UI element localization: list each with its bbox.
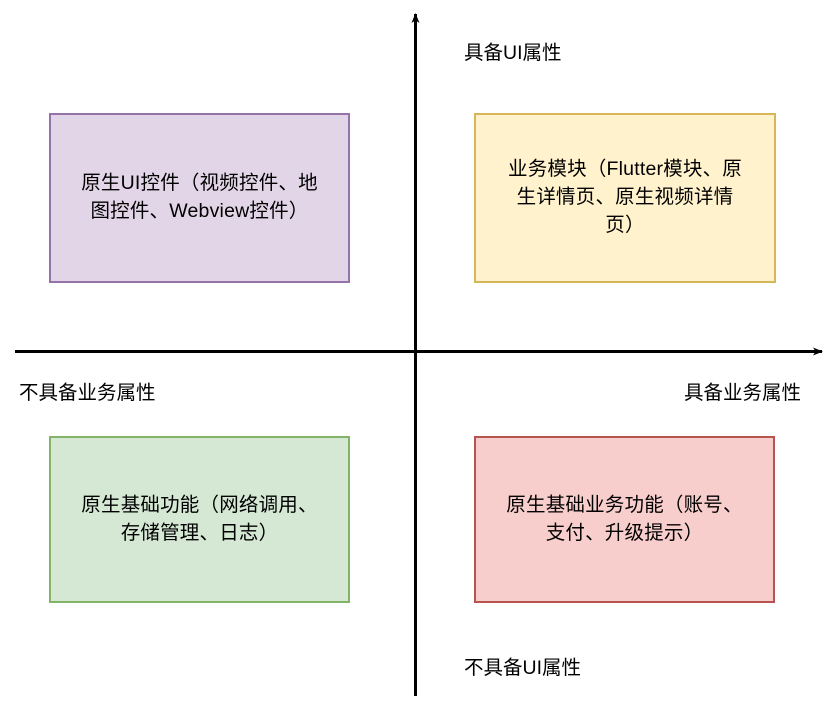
- axis-label-no-ui: 不具备UI属性: [464, 657, 582, 679]
- quadrant-label-ui-widgets: 原生UI控件（视频控件、地 图控件、Webview控件）: [81, 172, 318, 222]
- axis-label-has-ui: 具备UI属性: [464, 42, 562, 64]
- quadrant-box-ui-widgets[interactable]: 原生UI控件（视频控件、地 图控件、Webview控件）: [49, 113, 350, 283]
- quadrant-box-base-functions[interactable]: 原生基础功能（网络调用、 存储管理、日志）: [49, 436, 350, 603]
- axis-label-has-business: 具备业务属性: [684, 382, 802, 404]
- quadrant-label-base-business: 原生基础业务功能（账号、 支付、升级提示）: [506, 493, 743, 544]
- quadrant-box-business-modules[interactable]: 业务模块（Flutter模块、原 生详情页、原生视频详情 页）: [474, 113, 776, 283]
- axis-label-no-business: 不具备业务属性: [19, 382, 156, 404]
- quadrant-box-base-business[interactable]: 原生基础业务功能（账号、 支付、升级提示）: [474, 436, 775, 603]
- quadrant-label-base-functions: 原生基础功能（网络调用、 存储管理、日志）: [81, 493, 318, 544]
- quadrant-label-business-modules: 业务模块（Flutter模块、原 生详情页、原生视频详情 页）: [508, 158, 742, 236]
